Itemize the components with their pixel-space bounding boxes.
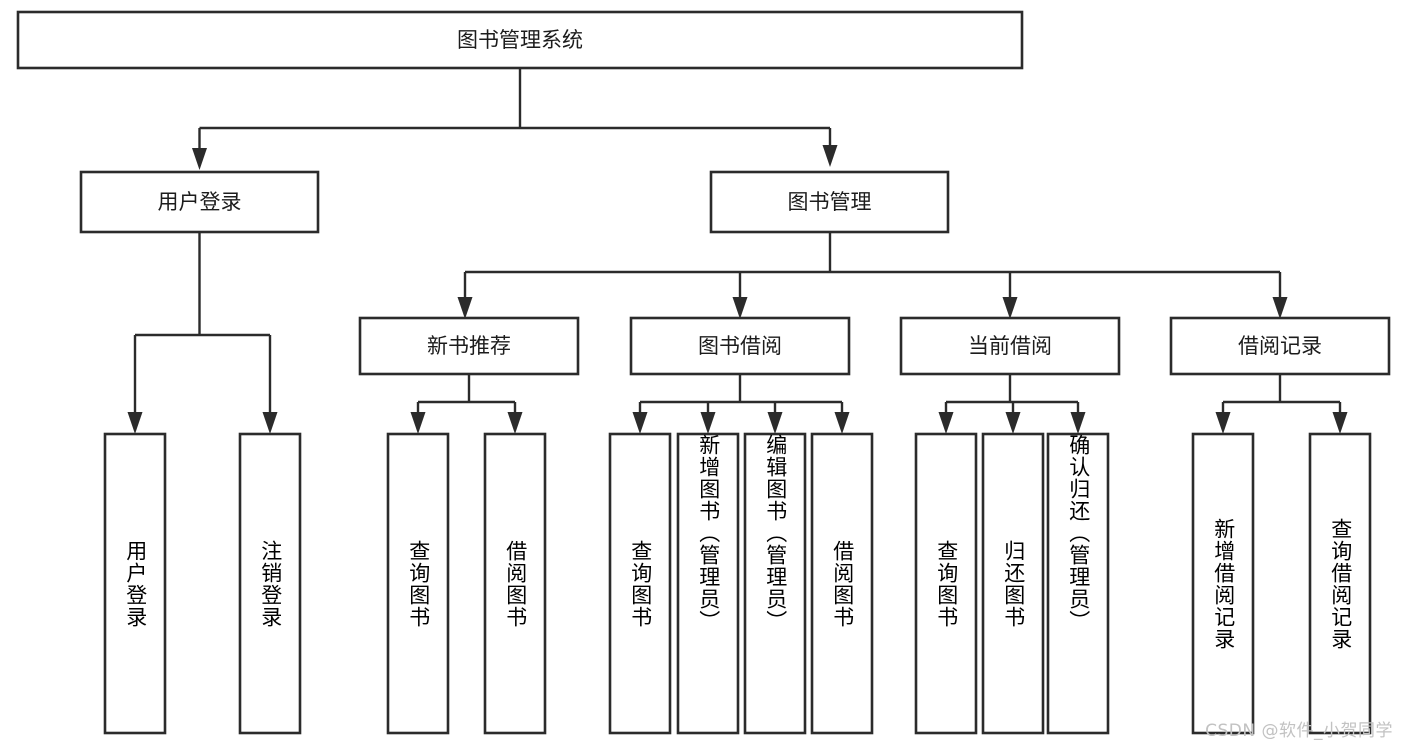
node-label-book-management: 图书管理 bbox=[788, 190, 872, 214]
arrow-head-icon bbox=[1215, 412, 1231, 434]
arrow-head-icon bbox=[1002, 297, 1018, 319]
arrow-head-icon bbox=[700, 412, 716, 434]
node-label-new-book-recommend: 新书推荐 bbox=[427, 334, 511, 358]
arrow-head-icon bbox=[1332, 412, 1348, 434]
node-box-leaf-return-book[interactable] bbox=[981, 432, 1045, 735]
node-new-book-recommend[interactable]: 新书推荐 bbox=[358, 316, 580, 376]
node-label-user-login: 用户登录 bbox=[158, 190, 242, 214]
node-box-leaf-borrow-book-2[interactable] bbox=[810, 432, 874, 735]
node-box-current-borrow[interactable] bbox=[899, 316, 1121, 376]
arrow-head-icon bbox=[1005, 412, 1021, 434]
node-label-book-borrow: 图书借阅 bbox=[698, 334, 782, 358]
arrow-head-icon bbox=[732, 297, 748, 319]
arrow-head-icon bbox=[192, 148, 207, 170]
arrow-head-icon bbox=[938, 412, 954, 434]
node-box-new-book-recommend[interactable] bbox=[358, 316, 580, 376]
node-box-leaf-add-record[interactable] bbox=[1191, 432, 1255, 735]
connector-book-borrow-to-leaves bbox=[632, 374, 850, 434]
arrow-head-icon bbox=[1272, 297, 1288, 319]
node-box-leaf-query-record[interactable] bbox=[1308, 432, 1372, 735]
arrow-head-icon bbox=[767, 412, 783, 434]
arrow-head-icon bbox=[632, 412, 648, 434]
node-current-borrow[interactable]: 当前借阅 bbox=[899, 316, 1121, 376]
node-label-root: 图书管理系统 bbox=[457, 28, 583, 52]
node-book-management[interactable]: 图书管理 bbox=[709, 170, 950, 234]
arrow-head-icon bbox=[834, 412, 850, 434]
arrow-head-icon bbox=[127, 412, 143, 434]
node-box-user-login[interactable] bbox=[79, 170, 320, 234]
arrow-head-icon bbox=[822, 145, 838, 167]
node-box-root[interactable] bbox=[16, 10, 1024, 70]
connector-book-mgmt-to-level2 bbox=[457, 232, 1288, 319]
node-root[interactable]: 图书管理系统 bbox=[16, 10, 1024, 70]
arrow-head-icon bbox=[1070, 412, 1086, 434]
connector-user-login-to-leaves bbox=[127, 232, 278, 434]
node-box-book-management[interactable] bbox=[709, 170, 950, 234]
node-box-leaf-user-login[interactable] bbox=[103, 432, 167, 735]
node-box-leaf-borrow-book-1[interactable] bbox=[483, 432, 547, 735]
node-box-leaf-query-book-2[interactable] bbox=[608, 432, 672, 735]
node-label-borrow-record: 借阅记录 bbox=[1238, 334, 1322, 358]
leaf-boxes bbox=[103, 432, 1372, 735]
connector-root-to-level1 bbox=[192, 68, 838, 170]
arrow-head-icon bbox=[410, 412, 426, 434]
node-box-leaf-query-book-1[interactable] bbox=[386, 432, 450, 735]
node-box-leaf-add-book[interactable] bbox=[676, 432, 740, 735]
node-label-current-borrow: 当前借阅 bbox=[968, 334, 1052, 358]
node-box-leaf-confirm-return[interactable] bbox=[1046, 432, 1110, 735]
connector-new-book-to-leaves bbox=[410, 374, 523, 434]
node-box-borrow-record[interactable] bbox=[1169, 316, 1391, 376]
node-user-login[interactable]: 用户登录 bbox=[79, 170, 320, 234]
node-borrow-record[interactable]: 借阅记录 bbox=[1169, 316, 1391, 376]
arrow-head-icon bbox=[457, 297, 473, 319]
arrow-head-icon bbox=[262, 412, 278, 434]
connector-current-borrow-to-leaves bbox=[938, 374, 1086, 434]
watermark-text: CSDN @软件_小贺同学 bbox=[1205, 721, 1393, 741]
node-box-book-borrow[interactable] bbox=[629, 316, 851, 376]
node-box-leaf-user-logout[interactable] bbox=[238, 432, 302, 735]
node-box-leaf-query-book-3[interactable] bbox=[914, 432, 978, 735]
node-box-leaf-edit-book[interactable] bbox=[743, 432, 807, 735]
connector-borrow-record-to-leaves bbox=[1215, 374, 1348, 434]
node-book-borrow[interactable]: 图书借阅 bbox=[629, 316, 851, 376]
arrow-head-icon bbox=[507, 412, 523, 434]
